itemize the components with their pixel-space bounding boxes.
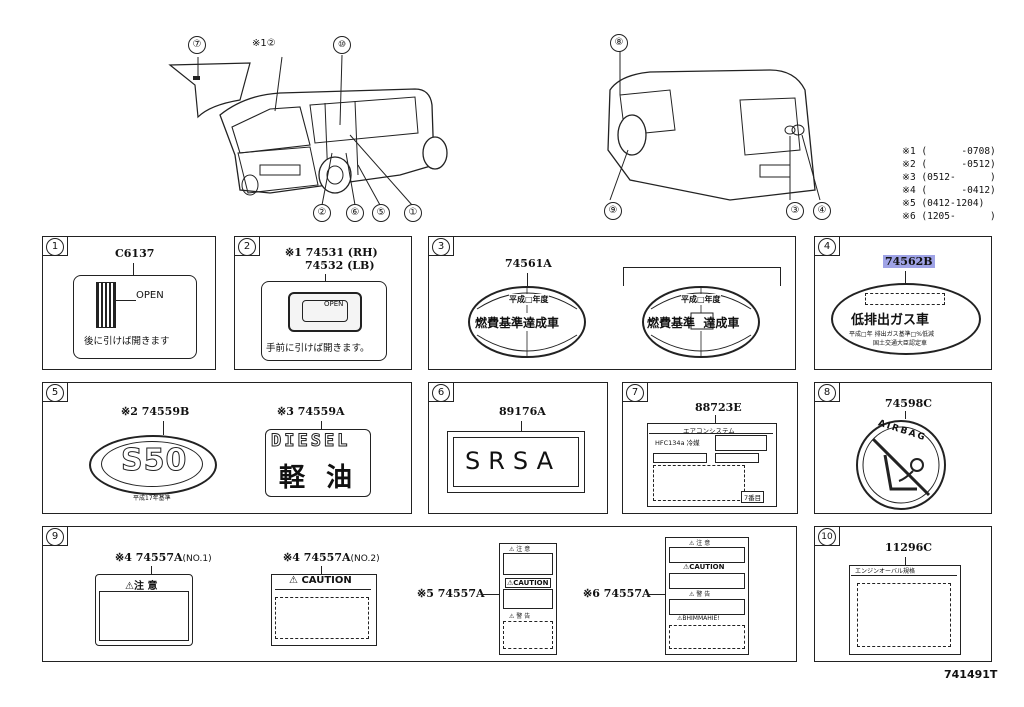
diesel-label [265, 429, 371, 497]
callout-2: ② [313, 204, 331, 222]
part-number-74557a-no2[interactable]: ※4 74557A(NO.2) [283, 551, 380, 564]
door-label-74531: OPEN 手前に引けば開きます。 [261, 281, 387, 361]
callout-1: ① [404, 204, 422, 222]
panel-7: 7 88723E エアコンシステム HFC134a 冷媒 7番目 [622, 382, 798, 514]
panel-number-10: 10 [818, 528, 836, 546]
part-number-74557a-no1[interactable]: ※4 74557A(NO.1) [115, 551, 212, 564]
panel-10: 10 11296C エンジンオーバル規格 [814, 526, 992, 662]
van-front-illustration [168, 54, 448, 206]
fuel-economy-badge-2 [642, 286, 760, 358]
engine-header: エンジンオーバル規格 [855, 568, 915, 575]
part-number-74532[interactable]: 74532 (LB) [305, 259, 375, 272]
part-number-74531[interactable]: ※1 74531 (RH) [285, 246, 378, 259]
panel-number-7: 7 [626, 384, 644, 402]
panel-9: 9 ※4 74557A(NO.1) ⚠注 意 ※4 74557A(NO.2) ⚠… [42, 526, 797, 662]
applicability-note-1: ※1 ( -0708) [902, 146, 996, 157]
panel-number-1: 1 [46, 238, 64, 256]
panel-number-2: 2 [238, 238, 256, 256]
badge-line2: 国土交通大臣認定車 [873, 340, 928, 347]
aircon-header: エアコンシステム [683, 427, 735, 435]
open-text: OPEN [324, 300, 344, 308]
diesel-bottom: 軽 油 [279, 463, 359, 493]
panel-number-6: 6 [432, 384, 450, 402]
caution-head-no2: ⚠ CAUTION [289, 575, 352, 586]
engine-label [849, 565, 961, 655]
s50-subtext: 平成17年基準 [133, 495, 171, 502]
callout-3: ③ [786, 202, 804, 220]
d-head2: ⚠CAUTION [683, 563, 725, 571]
panel-number-5: 5 [46, 384, 64, 402]
part-number-11296c[interactable]: 11296C [885, 541, 933, 554]
part-number-74562b[interactable]: 74562B [883, 255, 935, 268]
caution-label-no2 [271, 574, 377, 646]
diagram-id: 741491T [944, 668, 998, 681]
callout-10: ⑩ [333, 36, 351, 54]
panel-3: 3 74561A 平成□年度 燃費基準達成車 平成□年度 燃費基準 達成車 [428, 236, 796, 370]
badge-line1: 平成□年 排出ガス基準□%低減 [849, 331, 934, 338]
diesel-top: DIESEL [270, 431, 351, 452]
badge1-main: 燃費基準達成車 [475, 316, 560, 330]
callout-4: ④ [813, 202, 831, 220]
panel-1: 1 C6137 OPEN 後に引けば開きます [42, 236, 216, 370]
open-text: OPEN [136, 290, 164, 301]
srsa-text: SRSA [465, 447, 562, 475]
label-text: 後に引けば開きます [84, 336, 170, 347]
applicability-note-3: ※3 (0512- ) [902, 172, 996, 183]
panel-number-4: 4 [818, 238, 836, 256]
part-number-88723e[interactable]: 88723E [695, 401, 742, 414]
callout-7: ⑦ [188, 36, 206, 54]
panel-5: 5 ※2 74559B ※3 74559A S50 平成17年基準 DIESEL… [42, 382, 412, 514]
badge1-top: 平成□年度 [509, 294, 549, 305]
aircon-foot: 7番目 [741, 491, 765, 503]
door-label-c6137: OPEN 後に引けば開きます [73, 275, 197, 359]
low-emission-badge [831, 283, 981, 355]
c-head2: ⚠CAUTION [505, 578, 551, 588]
s50-badge [89, 435, 217, 495]
callout-note-1-2: ※1② [252, 38, 276, 49]
d-head4: ⚠BHIMMAHIE! [677, 615, 720, 622]
caution-label-6 [665, 537, 749, 655]
s50-text: S50 [120, 443, 188, 479]
d-head3: ⚠ 警 告 [689, 591, 711, 598]
panel-number-8: 8 [818, 384, 836, 402]
part-number-74598c[interactable]: 74598C [885, 397, 933, 410]
caution-label-no1 [95, 574, 193, 646]
callout-9: ⑨ [604, 202, 622, 220]
part-number-c6137[interactable]: C6137 [115, 247, 155, 260]
part-number-74559a[interactable]: ※3 74559A [277, 405, 345, 418]
applicability-note-4: ※4 ( -0412) [902, 185, 996, 196]
aircon-label [647, 423, 777, 507]
panel-number-3: 3 [432, 238, 450, 256]
c-head3: ⚠ 警 告 [509, 613, 531, 620]
panel-6: 6 89176A SRSA [428, 382, 608, 514]
applicability-note-5: ※5 (0412-1204) [902, 198, 985, 209]
d-head1: ⚠ 注 意 [689, 540, 711, 547]
caution-label-5 [499, 543, 557, 655]
badge2-main: 燃費基準 達成車 [647, 316, 740, 330]
panel-2: 2 ※1 74531 (RH) 74532 (LB) OPEN 手前に引けば開き… [234, 236, 412, 370]
applicability-note-6: ※6 (1205- ) [902, 211, 996, 222]
badge-main: 低排出ガス車 [851, 313, 930, 328]
fuel-economy-badge-1 [468, 286, 586, 358]
part-number-74557a-6[interactable]: ※6 74557A [583, 587, 651, 600]
panel-number-9: 9 [46, 528, 64, 546]
part-number-74559b[interactable]: ※2 74559B [121, 405, 190, 418]
part-number-89176a[interactable]: 89176A [499, 405, 546, 418]
callout-6: ⑥ [346, 204, 364, 222]
callout-5: ⑤ [372, 204, 390, 222]
caution-head-no1: ⚠注 意 [125, 581, 158, 592]
label-text: 手前に引けば開きます。 [266, 343, 370, 354]
c-head1: ⚠ 注 意 [509, 546, 531, 553]
van-rear-illustration [607, 40, 821, 201]
airbag-warning-label [856, 420, 946, 510]
srsa-label [447, 431, 585, 493]
part-number-74561a[interactable]: 74561A [505, 257, 552, 270]
badge2-top: 平成□年度 [681, 294, 721, 305]
part-number-74557a-5[interactable]: ※5 74557A [417, 587, 485, 600]
callout-8: ⑧ [610, 34, 628, 52]
panel-4: 4 74562B 低排出ガス車 平成□年 排出ガス基準□%低減 国土交通大臣認定… [814, 236, 992, 370]
aircon-gas: HFC134a 冷媒 [655, 439, 700, 447]
panel-8: 8 74598C AIRBAG [814, 382, 992, 514]
applicability-note-2: ※2 ( -0512) [902, 159, 996, 170]
